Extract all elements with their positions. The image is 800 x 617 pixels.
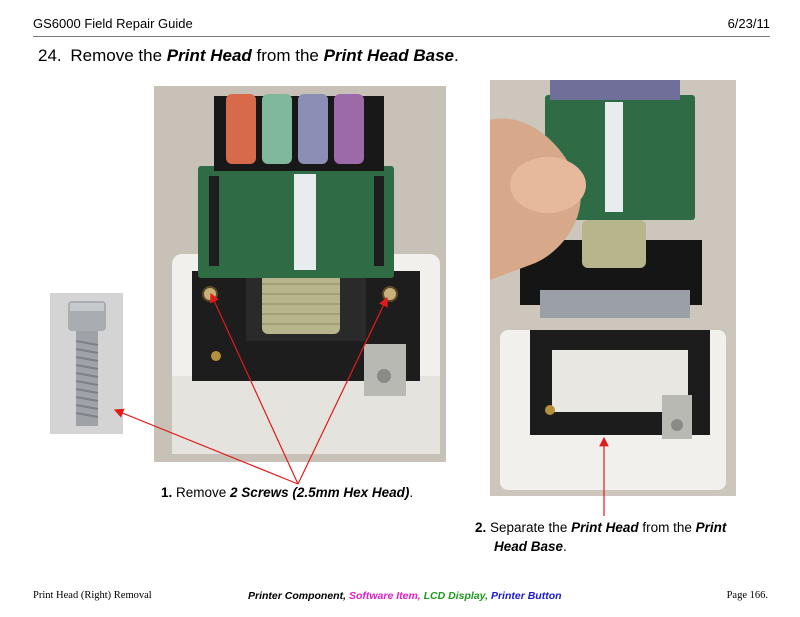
step-number: 24. — [38, 46, 62, 65]
photo-print-head-separated — [490, 80, 736, 496]
caption-2-line2-end: . — [563, 539, 567, 554]
caption-1-number: 1. — [161, 485, 173, 500]
caption-2-number: 2. — [475, 520, 487, 535]
document-header-title: GS6000 Field Repair Guide — [33, 16, 193, 31]
step-bold-print-head: Print Head — [166, 46, 252, 65]
caption-2-line2-bold: Head Base — [494, 539, 564, 554]
legend-printer-button: Printer Button — [490, 590, 562, 602]
legend-printer-component: Printer Component, — [248, 590, 347, 602]
document-header-date: 6/23/11 — [727, 16, 770, 31]
legend-lcd-display: LCD Display, — [423, 590, 489, 602]
caption-2-text: Separate the — [486, 520, 572, 535]
step-bold-print-head-base: Print Head Base — [323, 46, 454, 65]
step-text-3: . — [454, 46, 459, 65]
caption-2-text-2: from the — [638, 520, 696, 535]
footer-page-number: Page 166. — [726, 590, 768, 601]
header-divider — [33, 36, 770, 37]
step-title: 24. Remove the Print Head from the Print… — [38, 46, 459, 66]
arrow-to-right-screw — [297, 296, 388, 485]
caption-2-bold-1: Print Head — [571, 520, 639, 535]
caption-1-text: Remove — [172, 485, 231, 500]
caption-2-bold-2: Print — [695, 520, 727, 535]
footer-section-title: Print Head (Right) Removal — [33, 590, 152, 601]
caption-1-bold: 2 Screws (2.5mm Hex Head) — [230, 485, 410, 500]
step-text-1: Remove the — [70, 46, 167, 65]
arrow-to-screw-closeup — [113, 408, 299, 485]
step-text-2: from the — [251, 46, 324, 65]
caption-separate-print-head: 2. Separate the Print Head from the Prin… — [475, 518, 755, 556]
photo-hex-screw — [50, 293, 123, 434]
legend-software-item: Software Item, — [348, 590, 421, 602]
footer-color-legend: Printer Component, Software Item, LCD Di… — [248, 590, 562, 602]
photo-print-head-on-base — [154, 86, 446, 462]
arrow-to-left-screw — [210, 292, 299, 485]
caption-1-end: . — [409, 485, 414, 500]
caption-remove-screws: 1. Remove 2 Screws (2.5mm Hex Head). — [161, 485, 413, 500]
